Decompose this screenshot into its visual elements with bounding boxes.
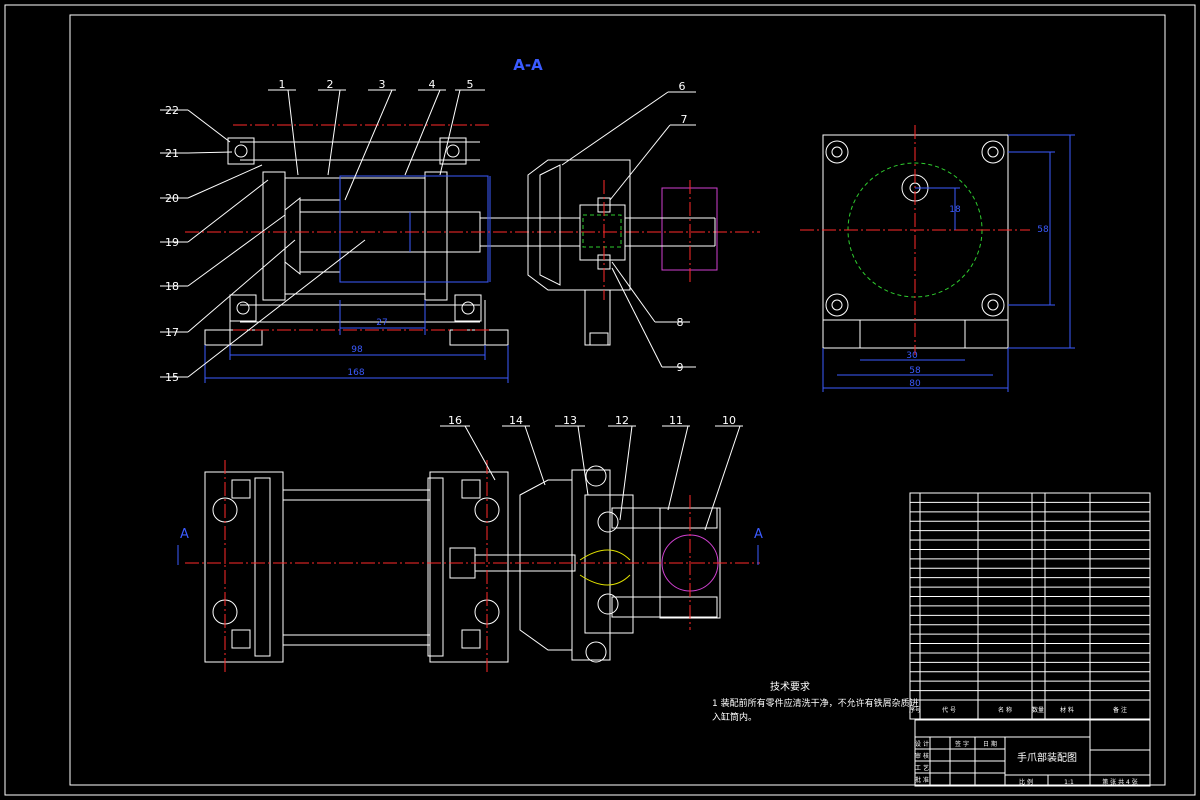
svg-text:27: 27 xyxy=(376,318,387,328)
bom-header-qty: 数量 xyxy=(1032,706,1044,714)
scale-value: 1:1 xyxy=(1064,779,1074,786)
part-number-7: 7 xyxy=(681,113,688,126)
part-number-21: 21 xyxy=(165,147,179,160)
tech-req-title: 技术要求 xyxy=(770,680,810,693)
part-number-3: 3 xyxy=(379,78,386,91)
tech-req-line2: 入缸筒内。 xyxy=(712,711,757,723)
part-number-18: 18 xyxy=(165,280,179,293)
part-number-15: 15 xyxy=(165,371,179,384)
part-number-6: 6 xyxy=(679,80,686,93)
part-number-22: 22 xyxy=(165,104,179,117)
drawing-name: 手爪部装配图 xyxy=(1017,751,1077,764)
part-number-4: 4 xyxy=(429,78,436,91)
sign-col-date: 日 期 xyxy=(983,740,997,748)
cylinder-section-view xyxy=(185,124,760,346)
parts-list-table: 序号 代 号 名 称 数量 材 料 备 注 xyxy=(909,492,1151,720)
inner-frame xyxy=(69,14,1166,786)
part-number-5: 5 xyxy=(467,78,474,91)
svg-text:18: 18 xyxy=(949,205,961,215)
sign-label-process: 工 艺 xyxy=(915,764,929,772)
svg-text:58: 58 xyxy=(909,366,921,376)
svg-text:168: 168 xyxy=(347,368,364,378)
svg-text:98: 98 xyxy=(351,345,363,355)
section-mark-right: A xyxy=(754,527,763,542)
bom-header-name: 名 称 xyxy=(998,706,1012,714)
part-number-19: 19 xyxy=(165,236,179,249)
dimension-end-view: 58 30 58 80 xyxy=(822,134,1075,392)
dimension-98: 98 xyxy=(229,345,486,360)
cylinder-end-view: 18 xyxy=(800,125,1030,355)
section-label: A-A xyxy=(513,56,543,74)
leader-lines xyxy=(160,89,743,531)
gripper-jaw-section xyxy=(527,159,718,346)
outer-border xyxy=(4,4,1196,796)
tech-req-line1: 1 装配前所有零件应清洗干净，不允许有铁屑杂质进 xyxy=(712,697,919,709)
bom-header-material: 材 料 xyxy=(1060,706,1074,714)
technical-requirements: 技术要求 1 装配前所有零件应清洗干净，不允许有铁屑杂质进 入缸筒内。 xyxy=(712,680,919,723)
title-block: 设 计 审 核 工 艺 批 准 签 字 日 期 手爪部装配图 比 例 1:1 第… xyxy=(914,719,1151,787)
part-number-1: 1 xyxy=(279,78,286,91)
section-mark-left: A xyxy=(180,527,189,542)
part-number-17: 17 xyxy=(165,326,179,339)
bom-header-code: 代 号 xyxy=(942,706,956,714)
bom-header-note: 备 注 xyxy=(1113,706,1127,714)
sign-label-review: 审 核 xyxy=(915,752,929,760)
plan-view xyxy=(185,460,760,675)
scale-label: 比 例 xyxy=(1019,778,1033,786)
part-number-16: 16 xyxy=(448,414,462,427)
svg-text:58: 58 xyxy=(1037,225,1049,235)
svg-text:30: 30 xyxy=(906,351,918,361)
sign-col-signature: 签 字 xyxy=(955,740,969,748)
sign-label-design: 设 计 xyxy=(915,740,929,748)
part-number-20: 20 xyxy=(165,192,179,205)
part-number-13: 13 xyxy=(563,414,577,427)
dimension-168: 168 xyxy=(204,345,509,383)
part-number-8: 8 xyxy=(677,316,684,329)
sign-label-approve: 批 准 xyxy=(915,776,929,784)
part-number-14: 14 xyxy=(509,414,523,427)
sheet-info: 第 张 共 4 张 xyxy=(1102,778,1137,786)
bom-header-seq: 序号 xyxy=(909,706,921,714)
part-number-11: 11 xyxy=(669,414,683,427)
part-balloons: 1 2 3 4 5 6 7 8 9 10 11 12 13 14 15 16 1… xyxy=(165,78,736,427)
svg-text:80: 80 xyxy=(909,379,921,389)
part-number-9: 9 xyxy=(677,361,684,374)
part-number-12: 12 xyxy=(615,414,629,427)
dimension-27: 27 xyxy=(339,300,426,335)
part-number-2: 2 xyxy=(327,78,334,91)
part-number-10: 10 xyxy=(722,414,736,427)
